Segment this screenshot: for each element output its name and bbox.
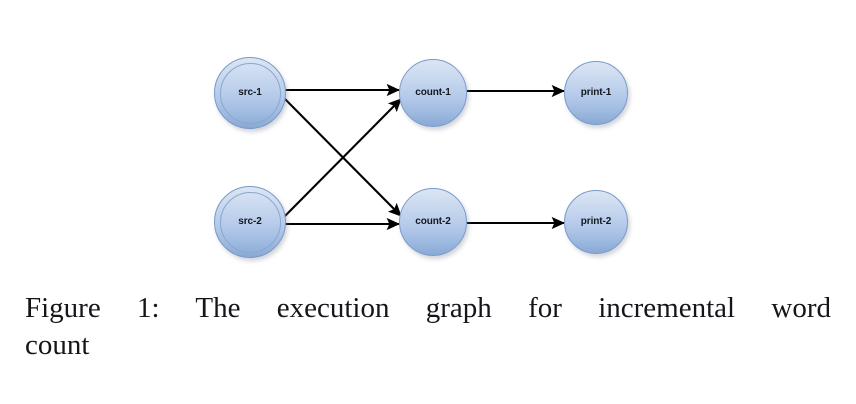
graph-node-src-1[interactable]: src-1: [214, 57, 286, 129]
graph-node-count-1[interactable]: count-1: [399, 59, 467, 127]
graph-edge-layer: [282, 83, 566, 231]
figure-caption-line-2: count: [25, 329, 90, 362]
figure-caption-line-1: Figure 1: The execution graph for increm…: [25, 292, 831, 324]
node-label-count-1: count-1: [415, 87, 451, 98]
node-label-count-2: count-2: [415, 216, 451, 227]
figure-caption: Figure 1: The execution graph for increm…: [25, 290, 831, 365]
graph-node-count-2[interactable]: count-2: [399, 188, 467, 256]
node-label-src-1: src-1: [238, 87, 262, 98]
node-label-print-2: print-2: [580, 216, 612, 227]
graph-node-print-2[interactable]: print-2: [564, 190, 628, 254]
edge-src-2-to-count-1: [282, 98, 402, 219]
node-label-print-1: print-1: [580, 87, 612, 98]
graph-node-src-2[interactable]: src-2: [214, 186, 286, 258]
edge-src-1-to-count-2: [282, 96, 402, 217]
graph-node-print-1[interactable]: print-1: [564, 61, 628, 125]
node-label-src-2: src-2: [238, 216, 262, 227]
execution-graph: src-1 src-2 count-1 count-2 print-1 prin…: [214, 57, 628, 258]
